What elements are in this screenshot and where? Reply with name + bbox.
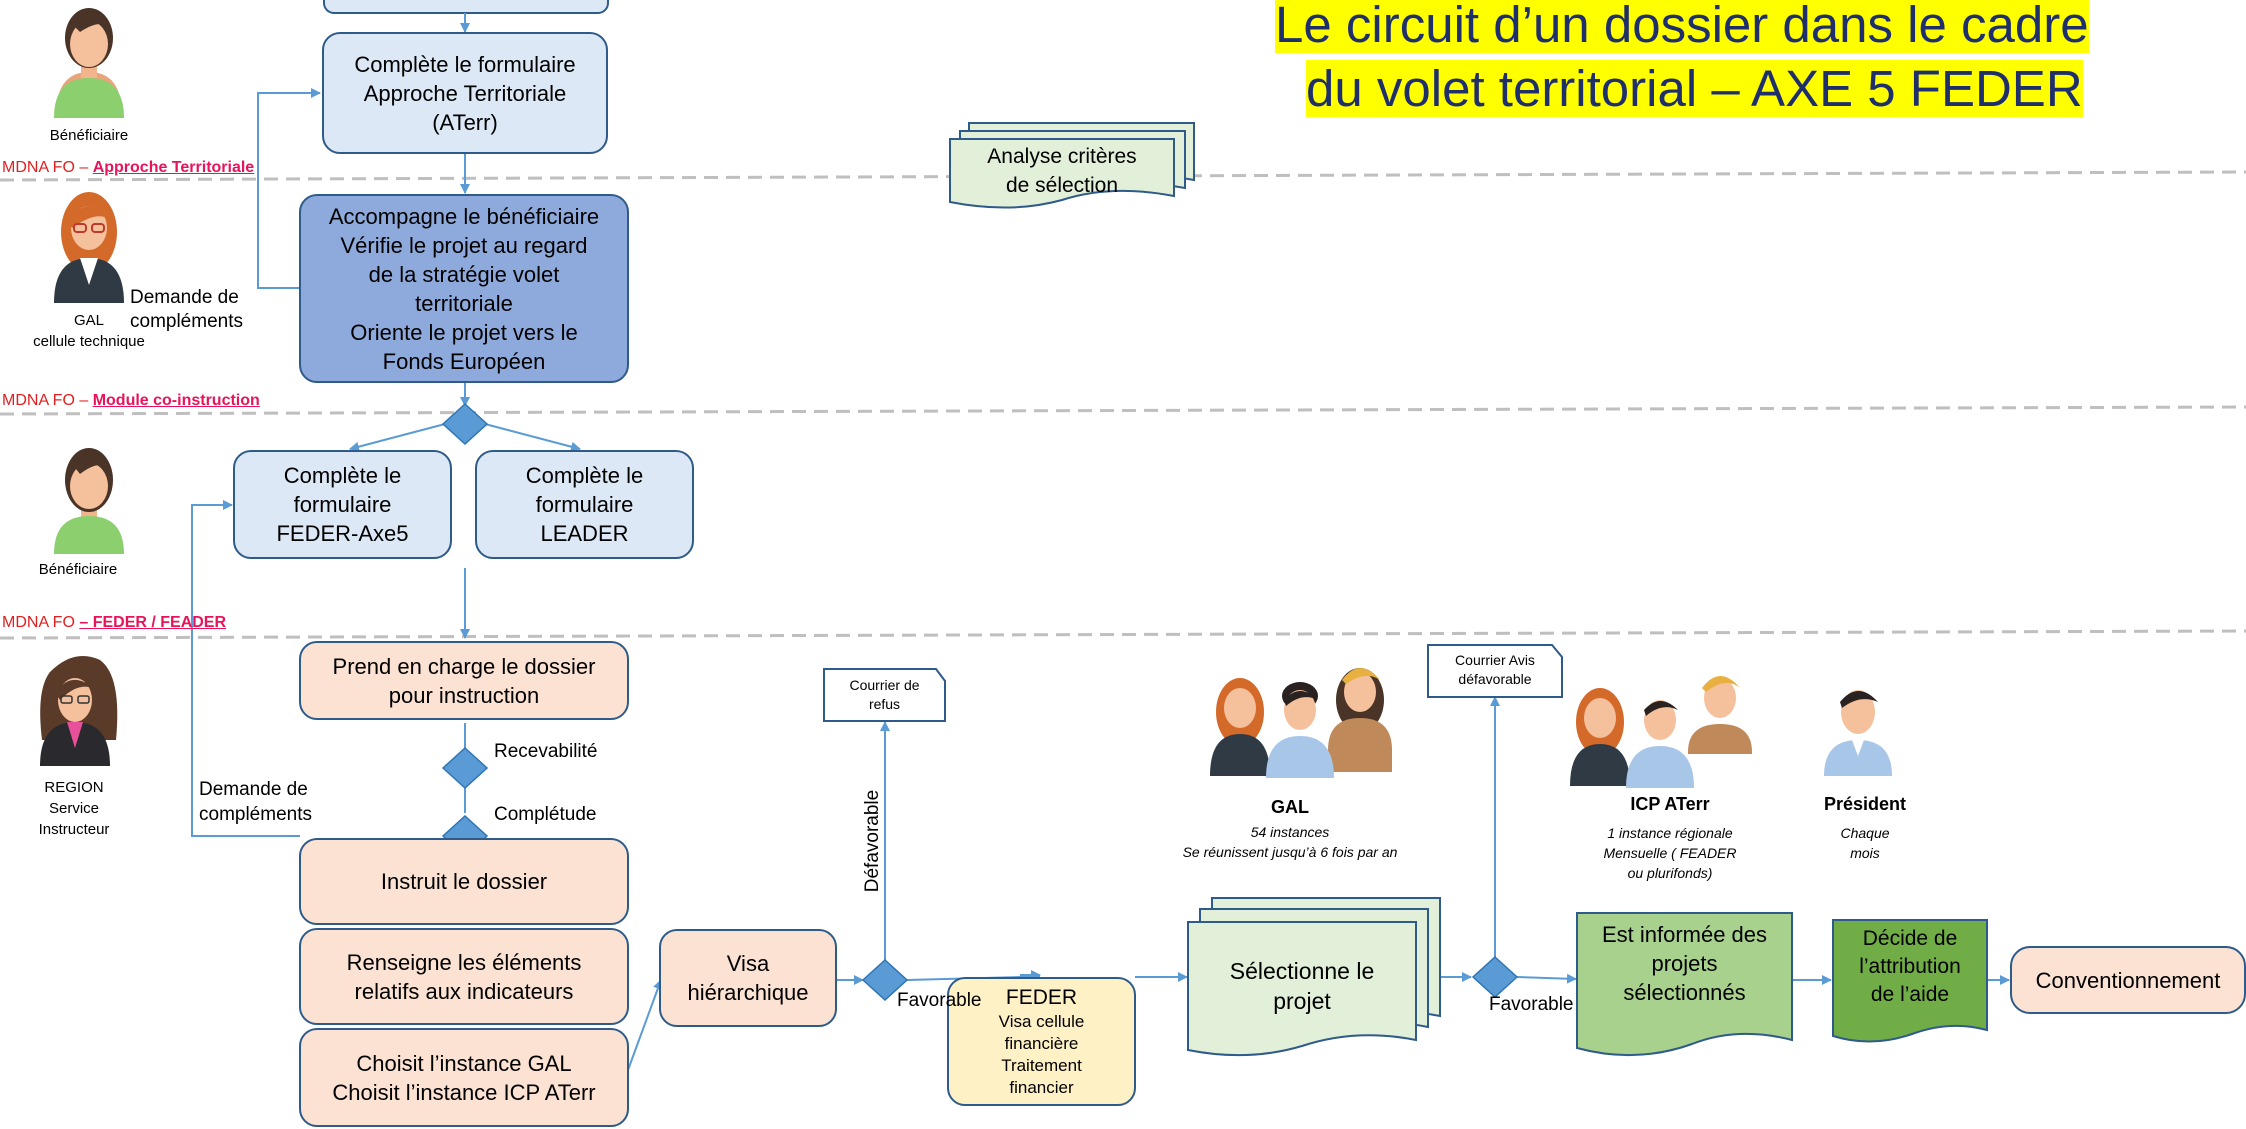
- box-conventionnement: Conventionnement: [2010, 946, 2246, 1014]
- feder-box-title: FEDER: [1005, 985, 1078, 1009]
- box-instruit-dossier: Instruit le dossier: [299, 838, 629, 925]
- actor-label-beneficiaire-1: Bénéficiaire: [49, 127, 129, 144]
- informee-projets-text: Est informée des projets sélectionnés: [1601, 922, 1768, 1005]
- box-accompagne-beneficiaire: Accompagne le bénéficiaire Vérifie le pr…: [299, 194, 629, 383]
- label-completude: Complétude: [494, 804, 597, 825]
- woman-brown-hair-glasses-avatar-icon: [40, 656, 118, 766]
- instance-caption-president: Chaque mois: [1840, 825, 1890, 861]
- informee-document: [1576, 912, 1793, 1057]
- actor-label-region: REGION: [44, 779, 104, 796]
- label-recevabilite: Recevabilité: [494, 741, 598, 762]
- diagram-title-line-1: Le circuit d’un dossier dans le cadre: [1275, 0, 2089, 57]
- connector: [1516, 973, 1577, 984]
- label-favorable-2: Favorable: [1489, 994, 1574, 1015]
- instance-name-gal: GAL: [1271, 797, 1309, 817]
- label-defavorable: Défavorable: [862, 789, 883, 893]
- man-avatar-icon: [1824, 690, 1892, 776]
- box-renseigne-indicateurs: Renseigne les éléments relatifs aux indi…: [299, 928, 629, 1025]
- label-demande-complements-2: Demande de compléments: [199, 779, 312, 825]
- woman-green-avatar-icon: [54, 8, 124, 118]
- actor-label-gal: GAL: [73, 312, 104, 329]
- instance-name-icp-aterr: ICP ATerr: [1630, 794, 1710, 814]
- instance-caption-icp: 1 instance régionale Mensuelle ( FEADER …: [1603, 825, 1737, 881]
- courrier-avis-tag: [1427, 644, 1563, 698]
- selectionne-document-stack: [1187, 897, 1441, 1057]
- actor-label-region-service: Service: [48, 800, 100, 817]
- instance-caption-gal-1: 54 instances: [1250, 824, 1330, 840]
- connector: [484, 423, 581, 452]
- box-complete-formulaire-aterr: Complète le formulaire Approche Territor…: [322, 32, 608, 154]
- feder-box-body: Visa cellule financière Traitement finan…: [998, 1011, 1085, 1097]
- label-courrier-refus: Courrier de refus: [849, 677, 920, 712]
- woman-green-avatar-icon: [54, 448, 124, 554]
- decision-diamond-icon: [441, 746, 489, 790]
- lane-divider-2: [0, 405, 2246, 416]
- connector: [627, 979, 663, 1071]
- gal-group-avatar-icon: [1210, 668, 1392, 778]
- instance-caption-gal-2: Se réunissent jusqu’à 6 fois par an: [1182, 844, 1398, 860]
- instance-name-president: Président: [1823, 794, 1907, 814]
- decision-diamond-icon: [1471, 955, 1519, 999]
- diagram-title-line-2: du volet territorial – AXE 5 FEDER: [1306, 60, 2083, 117]
- label-favorable-1: Favorable: [897, 990, 982, 1011]
- connector-demande-complements-1: [257, 88, 321, 289]
- connector-demande-complements-2: [191, 500, 300, 837]
- analyse-document-stack: [949, 122, 1195, 209]
- lane-label-approche-territoriale: MDNA FO – Approche Territoriale: [2, 159, 255, 176]
- actor-label-beneficiaire-2: Bénéficiaire: [38, 561, 118, 578]
- box-choisit-instance: Choisit l’instance GAL Choisit l’instanc…: [299, 1028, 629, 1127]
- lane-label-feder-feader: MDNA FO – FEDER / FEADER: [2, 614, 227, 631]
- woman-redhead-glasses-avatar-icon: [54, 192, 124, 303]
- decide-document: [1832, 919, 1988, 1043]
- box-prend-en-charge: Prend en charge le dossier pour instruct…: [299, 641, 629, 720]
- label-courrier-avis-defavorable: Courrier Avis défavorable: [1455, 652, 1535, 687]
- box-visa-hierarchique: Visa hiérarchique: [659, 929, 837, 1027]
- decision-diamond-icon: [861, 958, 909, 1002]
- analyse-criteres-text: Analyse critères de sélection: [987, 145, 1137, 197]
- actor-label-gal-cellule: cellule technique: [33, 333, 145, 350]
- icp-group-avatar-icon: [1570, 676, 1752, 788]
- actor-label-region-instructeur: Instructeur: [38, 821, 110, 838]
- box-feder-visa-cellule: FEDER Visa cellule financière Traitement…: [947, 977, 1136, 1106]
- lane-label-module-co-instruction: MDNA FO – Module co-instruction: [2, 392, 260, 409]
- label-demande-complements-1: Demande de compléments: [130, 287, 243, 332]
- box-complete-formulaire-leader: Complète le formulaire LEADER: [475, 450, 694, 559]
- cut-off-box: [323, 0, 609, 14]
- selectionne-projet-text: Sélectionne le projet: [1229, 958, 1375, 1014]
- decision-diamond-icon: [441, 402, 489, 446]
- lane-divider-3: [0, 629, 2246, 640]
- box-complete-formulaire-feder: Complète le formulaire FEDER-Axe5: [233, 450, 452, 559]
- decide-attribution-text: Décide de l’attribution de l’aide: [1859, 927, 1961, 1006]
- courrier-refus-tag: [823, 668, 946, 722]
- connector: [349, 423, 446, 452]
